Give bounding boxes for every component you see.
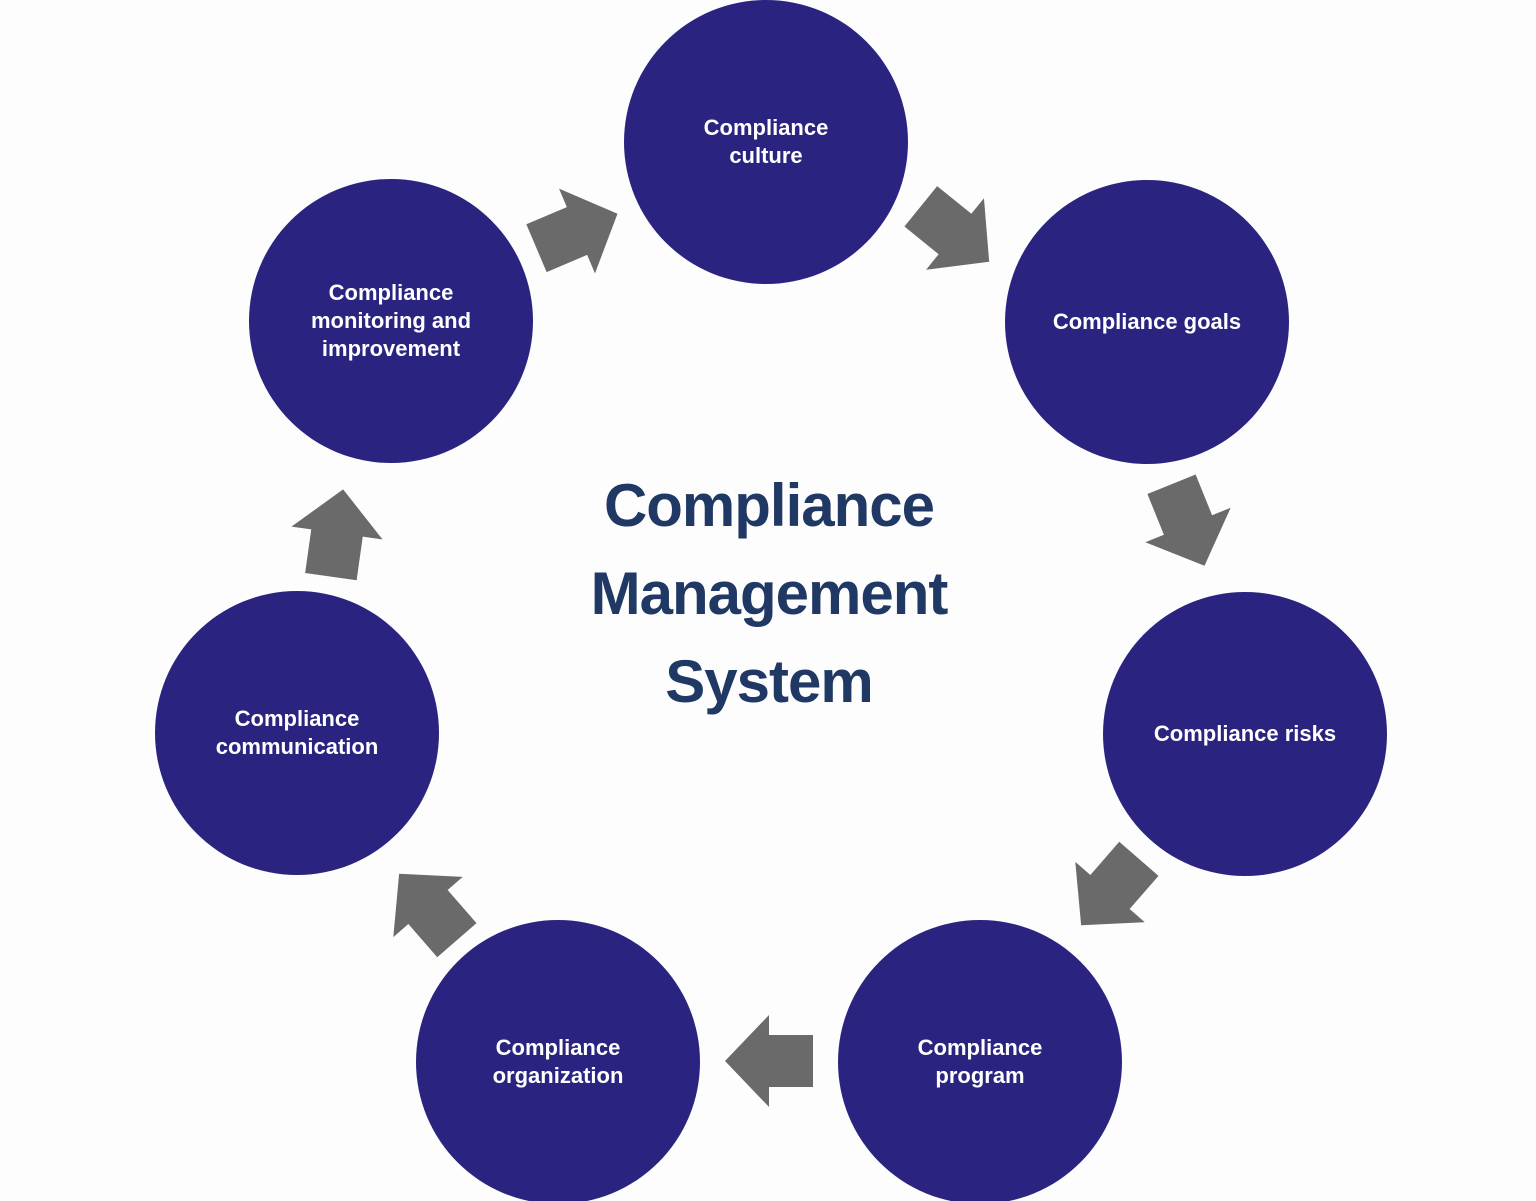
- node-compliance-culture: Compliance culture: [624, 0, 908, 284]
- node-compliance-goals: Compliance goals: [1005, 180, 1289, 464]
- node-label: Compliance monitoring and improvement: [310, 280, 472, 361]
- node-compliance-organization: Compliance organization: [416, 920, 700, 1201]
- arrow-culture-to-goals-icon: [885, 164, 1026, 305]
- node-label: Compliance risks: [1153, 721, 1337, 747]
- node-compliance-communication: Compliance communication: [155, 591, 439, 875]
- node-label: Compliance culture: [703, 115, 829, 168]
- diagram-title: Compliance Management System: [590, 472, 949, 716]
- arrow-goals-to-risks-icon: [1123, 460, 1253, 590]
- node-label: Compliance organization: [492, 1035, 624, 1088]
- node-label: Compliance goals: [1052, 309, 1242, 335]
- node-label: Compliance program: [917, 1035, 1043, 1088]
- arrow-program-to-organization-icon: [719, 1011, 819, 1111]
- arrow-communication-to-monitoring-icon: [281, 477, 394, 590]
- node-compliance-program: Compliance program: [838, 920, 1122, 1201]
- arrow-monitoring-to-culture-icon: [511, 165, 642, 296]
- node-label: Compliance communication: [215, 706, 379, 759]
- node-compliance-risks: Compliance risks: [1103, 592, 1387, 876]
- arrow-organization-to-communication-icon: [357, 836, 498, 977]
- node-compliance-monitoring-and-improvement: Compliance monitoring and improvement: [249, 179, 533, 463]
- arrow-risks-to-program-icon: [1039, 821, 1180, 962]
